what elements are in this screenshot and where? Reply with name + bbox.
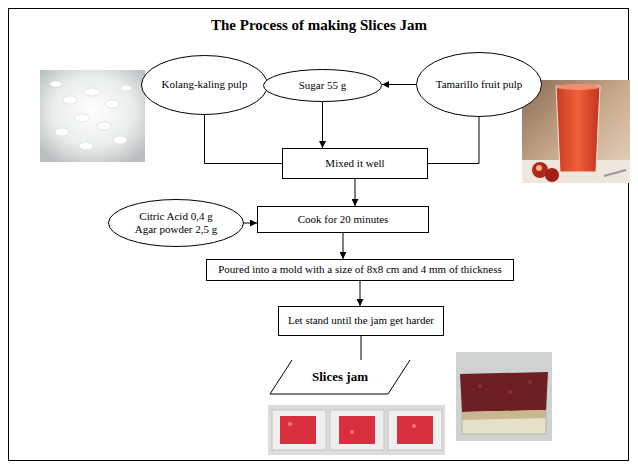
flow-connector xyxy=(428,117,479,164)
flow-connector xyxy=(355,179,356,206)
node-text: Agar powder 2,5 g xyxy=(135,223,217,236)
packaged-slices-photo xyxy=(268,405,445,455)
node-text: Cook for 20 minutes xyxy=(298,213,389,226)
node-text: Let stand until the jam get harder xyxy=(288,314,434,327)
ingredient-ellipse: Tamarillo fruit pulp xyxy=(416,52,542,117)
jam-slab-photo xyxy=(456,352,552,441)
flow-connector xyxy=(360,281,361,306)
node-text: Sugar 55 g xyxy=(299,79,347,92)
flow-connector xyxy=(361,336,362,360)
flow-connector xyxy=(382,84,416,85)
process-box: Cook for 20 minutes xyxy=(257,206,429,233)
product-shape: Slices jam xyxy=(270,360,410,394)
flow-connector xyxy=(343,233,344,259)
kolang-kaling-photo xyxy=(40,70,145,162)
node-text: Poured into a mold with a size of 8x8 cm… xyxy=(218,263,502,276)
diagram-title: The Process of making Slices Jam xyxy=(0,17,638,34)
node-text: Citric Acid 0,4 g xyxy=(139,210,212,223)
process-box: Poured into a mold with a size of 8x8 cm… xyxy=(206,259,514,281)
process-box: Mixed it well xyxy=(282,148,428,179)
node-text: Mixed it well xyxy=(325,157,384,170)
process-box: Let stand until the jam get harder xyxy=(278,306,444,336)
ingredient-ellipse: Sugar 55 g xyxy=(263,69,382,102)
flow-connector xyxy=(244,223,257,224)
flow-connector xyxy=(205,115,283,164)
node-text: Kolang-kaling pulp xyxy=(162,78,248,91)
ingredient-ellipse: Citric Acid 0,4 gAgar powder 2,5 g xyxy=(108,199,244,247)
node-text: Tamarillo fruit pulp xyxy=(436,78,523,91)
ingredient-ellipse: Kolang-kaling pulp xyxy=(141,55,268,115)
node-text: Slices jam xyxy=(312,369,368,385)
flow-connector xyxy=(322,102,323,148)
